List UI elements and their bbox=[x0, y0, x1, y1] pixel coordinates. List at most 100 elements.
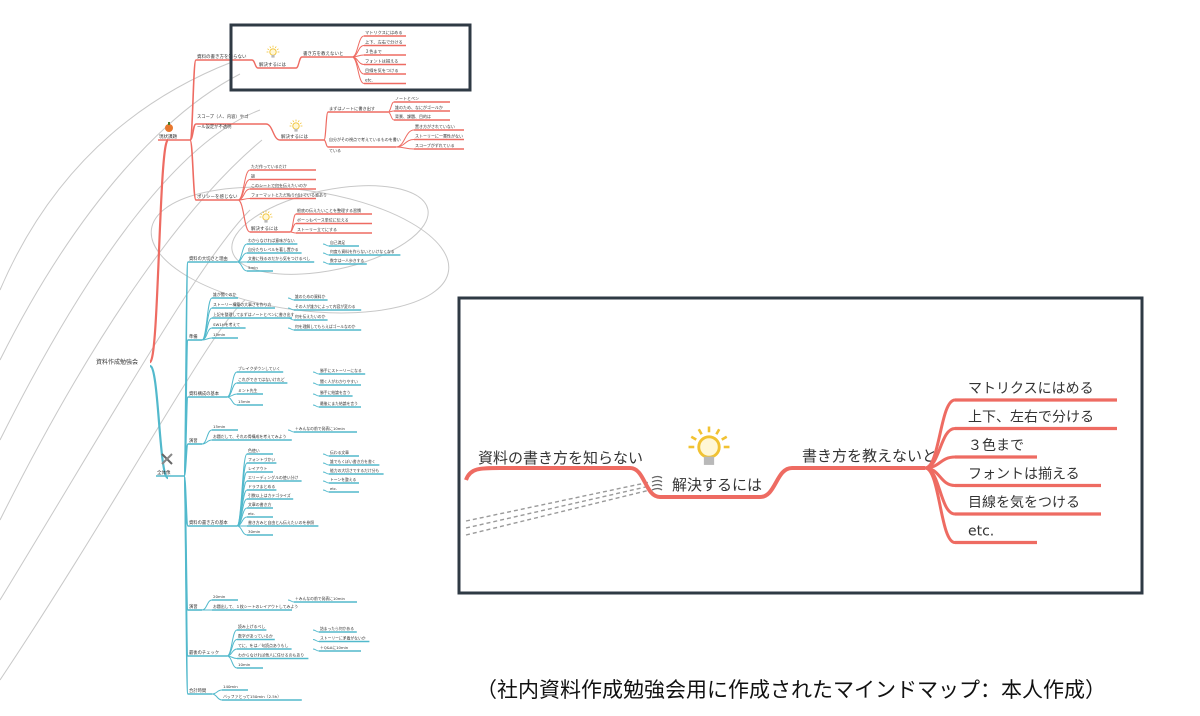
item-node[interactable]: レイアウト bbox=[248, 466, 268, 471]
item-node[interactable]: お題だして、それの骨構成を考えてみよう bbox=[213, 434, 287, 439]
extra-node[interactable]: 自己満足 bbox=[330, 240, 345, 245]
zoom-solution-label[interactable]: 解決するには bbox=[672, 476, 762, 494]
solution-label[interactable]: 解決するには bbox=[281, 133, 308, 140]
item-node[interactable]: 読み上げるべし bbox=[238, 624, 265, 629]
section-label[interactable]: 資料の書き方の基本 bbox=[189, 519, 228, 526]
item-node[interactable]: わからなければ他人に任せるのもあり bbox=[238, 653, 304, 658]
item-node[interactable]: 15min bbox=[213, 332, 226, 337]
item-node[interactable]: 引数以上はカテゴライズ bbox=[248, 493, 291, 498]
zoom-leaf-label[interactable]: ３色まで bbox=[968, 437, 1024, 454]
extra-node[interactable]: 何を理解してもらえばゴールなのか bbox=[295, 324, 356, 329]
extra-node[interactable]: 何を伝えたいのか bbox=[295, 314, 326, 319]
zoom-leaf-label[interactable]: フォントは揃える bbox=[968, 467, 1080, 483]
extra-node[interactable]: 数字は一人歩きする bbox=[330, 258, 364, 263]
item-node[interactable]: 140min bbox=[223, 684, 238, 689]
leaf-node[interactable]: 上下、左右で分ける bbox=[365, 39, 403, 46]
extra-node[interactable]: 伝わる文章 bbox=[330, 450, 349, 455]
item-node[interactable]: ストーリー構築の大事さを作り方 bbox=[213, 302, 271, 307]
sub-label-cont[interactable]: ている bbox=[329, 147, 341, 153]
item-node[interactable]: 数字があっているか bbox=[238, 634, 273, 639]
item-node[interactable]: ドラフまとめる bbox=[248, 484, 275, 489]
root-node[interactable]: 資料作成勉強会 bbox=[96, 358, 138, 366]
zoom-mid-label[interactable]: 書き方を教えないと bbox=[802, 447, 937, 465]
item-node[interactable]: 自分たちレベルを著し置かる bbox=[248, 247, 299, 252]
section-label[interactable]: 合計時間 bbox=[189, 687, 206, 694]
item-node[interactable]: 色使い bbox=[248, 448, 260, 453]
item-node[interactable]: 文章の書き方 bbox=[248, 502, 271, 507]
leaf-node[interactable]: マトリクスにはめる bbox=[365, 30, 403, 36]
sub-label[interactable]: 自分がその視点で考えているものを書い bbox=[329, 136, 401, 142]
topic-label[interactable]: 資料の書き方を知らない bbox=[197, 53, 247, 60]
zoom-leaf-label[interactable]: etc. bbox=[968, 524, 994, 540]
extra-node[interactable]: 能力の大切さでするだけ分も bbox=[330, 468, 380, 473]
item-node[interactable]: お題出して、１枚シートのレイアウトしてみよう bbox=[213, 604, 298, 609]
section-label[interactable]: 資料構成の基本 bbox=[189, 390, 220, 397]
extra-node[interactable]: 勝手に結論を言う bbox=[320, 390, 351, 395]
leaf-node[interactable]: フォントは揃える bbox=[365, 58, 398, 65]
extra-node[interactable]: 最後にまた結論を言う bbox=[320, 401, 358, 406]
solution-label[interactable]: 解決するには bbox=[259, 61, 286, 68]
topic-label[interactable]: スコープ（人、内容）やゴ bbox=[197, 113, 249, 120]
section-label[interactable]: 演習 bbox=[189, 437, 198, 444]
leaf-node[interactable]: 背景、課題、目的は bbox=[395, 113, 431, 119]
extra-node[interactable]: 詰まったら何かある bbox=[320, 626, 354, 631]
item-node[interactable]: 15min bbox=[213, 424, 226, 429]
leaf-node[interactable]: ストーリー立てにする bbox=[297, 226, 337, 232]
extra-node[interactable]: 聞く人がわかりやすい bbox=[320, 379, 358, 384]
section-label[interactable]: 資料の大切さと理由 bbox=[189, 255, 228, 262]
leaf-node[interactable]: ただ作っているだけ bbox=[251, 163, 287, 169]
item-node[interactable]: 30min bbox=[248, 529, 261, 534]
leaf-node[interactable]: ストーリーに一貫性がない bbox=[415, 133, 463, 139]
root-label[interactable]: 資料作成勉強会 bbox=[96, 358, 138, 366]
extra-node[interactable]: その人が誰かによって内容が変わる bbox=[295, 304, 356, 309]
section-label[interactable]: 準備 bbox=[189, 333, 198, 340]
leaf-node[interactable]: ３色まで bbox=[365, 48, 382, 54]
extra-node[interactable]: ＋みんなの前で発表に10min bbox=[295, 426, 346, 431]
item-node[interactable]: てに、をは／句読点あうもし bbox=[238, 643, 289, 648]
mid-label[interactable]: 書き方を教えないと bbox=[303, 50, 344, 57]
item-node[interactable]: これができてはないけれど bbox=[238, 377, 285, 382]
item-node[interactable]: 文書に残るのだから気をつけるべし bbox=[248, 256, 310, 261]
extra-node[interactable]: 勝手にストーリーになる bbox=[320, 368, 362, 373]
leaf-node[interactable]: etc. bbox=[365, 78, 373, 83]
sub-label[interactable]: まずはノートに書き出す bbox=[329, 105, 375, 112]
extra-node[interactable]: ストーリーに矛盾がないか bbox=[320, 636, 366, 641]
leaf-node[interactable]: 置き方がされていない bbox=[415, 123, 455, 129]
item-node[interactable]: etc. bbox=[248, 511, 255, 516]
extra-node[interactable]: 誰のための資料か bbox=[295, 294, 326, 299]
extra-node[interactable]: etc. bbox=[330, 486, 337, 491]
item-node[interactable]: ブレイクダウンしていく bbox=[238, 366, 280, 371]
leaf-node[interactable]: 目線を気をつける bbox=[365, 67, 399, 74]
item-node[interactable]: 誰が聞くのか bbox=[213, 292, 236, 297]
extra-node[interactable]: 何度も資料を作らないといけなくなる bbox=[330, 249, 395, 254]
zoom-leaf-label[interactable]: 目線を気をつける bbox=[968, 495, 1080, 511]
item-node[interactable]: エリーディングルの使い分け bbox=[248, 475, 298, 480]
extra-node[interactable]: 誰でもくぼい書き方を書く bbox=[330, 459, 376, 464]
branch-label[interactable]: 全体像 bbox=[157, 469, 171, 476]
zoom-leaf-label[interactable]: 上下、左右で分ける bbox=[968, 410, 1094, 426]
extra-node[interactable]: トーンを整える bbox=[330, 477, 356, 482]
zoom-leaf-label[interactable]: マトリクスにはめる bbox=[968, 381, 1094, 397]
item-node[interactable]: 15min bbox=[238, 399, 251, 404]
zoom-topic-label[interactable]: 資料の書き方を知らない bbox=[478, 449, 643, 467]
item-node[interactable]: 書き方みと自由とん伝えたいのを参照 bbox=[248, 520, 314, 525]
leaf-node[interactable]: このシートで何を伝えたいのか bbox=[251, 182, 307, 188]
section-label[interactable]: 演習 bbox=[189, 603, 198, 610]
leaf-node[interactable]: ノートとペン bbox=[395, 95, 419, 101]
item-node[interactable]: 20min bbox=[213, 594, 226, 599]
item-node[interactable]: ミント先生 bbox=[238, 388, 258, 393]
item-node[interactable]: フォントづかい bbox=[248, 457, 275, 462]
item-node[interactable]: 上記を整理してまずはノートとペンに書き出す bbox=[213, 312, 294, 317]
item-node[interactable]: 10min bbox=[238, 662, 251, 667]
topic-label-cont[interactable]: ール設定が不透明 bbox=[197, 123, 231, 130]
item-node[interactable]: バッファとって150min（2.5h） bbox=[223, 694, 281, 699]
leaf-node[interactable]: フォーマットとただ貼り付けている感あり bbox=[251, 192, 327, 198]
extra-node[interactable]: ＋Q&Aに10min bbox=[320, 645, 349, 650]
leaf-node[interactable]: 誰のため、なにがゴールか bbox=[395, 104, 443, 110]
leaf-node[interactable]: 謎 bbox=[251, 173, 255, 179]
extra-node[interactable]: ＋みんなの前で発表に10min bbox=[295, 596, 346, 601]
leaf-node[interactable]: 根底の伝えたいことを整理する習慣 bbox=[297, 207, 361, 213]
section-label[interactable]: 最後のチェック bbox=[189, 649, 219, 656]
item-node[interactable]: 5min bbox=[248, 265, 258, 270]
branch-label[interactable]: 現状課題 bbox=[159, 133, 177, 140]
